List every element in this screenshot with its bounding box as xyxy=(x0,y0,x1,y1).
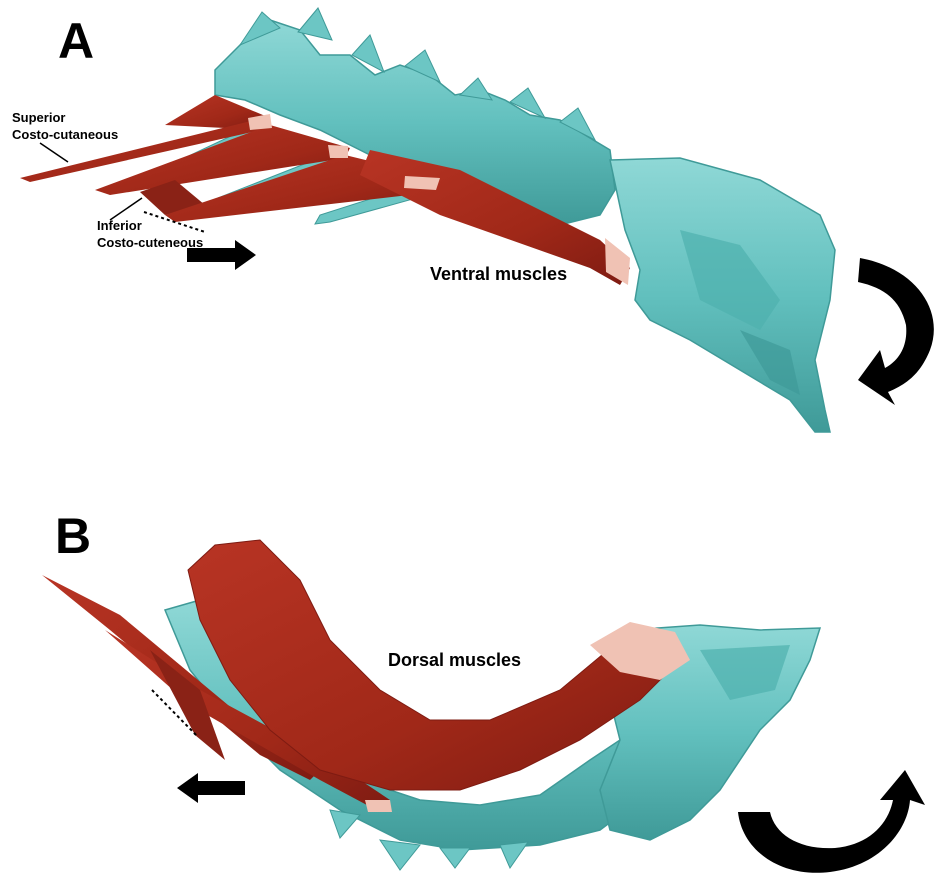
label-superior-line1: Superior xyxy=(12,110,65,125)
label-inferior-line2: Costo-cuteneous xyxy=(97,235,203,250)
arrow-left-icon xyxy=(177,773,245,803)
label-dorsal-muscles: Dorsal muscles xyxy=(388,650,521,670)
panel-letter-b: B xyxy=(55,508,91,564)
curved-arrow-icon-b xyxy=(738,770,925,873)
superior-leader-line xyxy=(40,143,68,162)
panel-b: B Dorsal muscles xyxy=(42,508,925,873)
panel-a: A xyxy=(12,8,934,432)
curved-arrow-icon-a xyxy=(858,258,934,405)
skull-a xyxy=(610,158,835,432)
label-superior-line2: Costo-cutaneous xyxy=(12,127,118,142)
panel-letter-a: A xyxy=(58,13,94,69)
label-inferior-line1: Inferior xyxy=(97,218,142,233)
label-ventral-muscles: Ventral muscles xyxy=(430,264,567,284)
inferior-leader-line xyxy=(110,198,142,220)
